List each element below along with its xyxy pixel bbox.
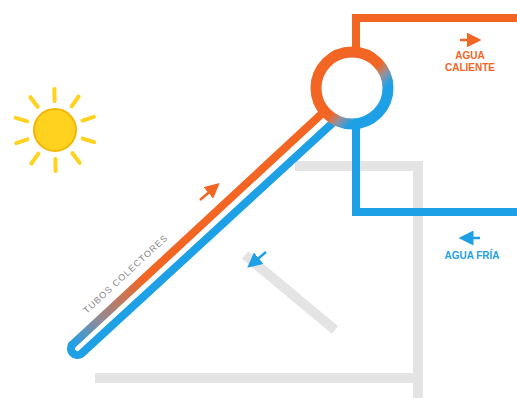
sun-ray: [53, 159, 57, 171]
flow-arrow: [200, 188, 214, 200]
flow-arrow: [460, 39, 474, 42]
sun-ray: [83, 117, 94, 121]
sun-ray: [30, 97, 37, 107]
sun: [16, 89, 94, 171]
tank: [316, 52, 388, 124]
hot-water-label: AGUA CALIENTE: [438, 50, 502, 73]
collector-label: TUBOS COLECTORES: [82, 233, 171, 316]
cold-water-pipe: [356, 124, 517, 212]
flow-arrow: [466, 237, 480, 240]
sun-ray: [31, 154, 38, 164]
cold-water-label: AGUA FRÍA: [440, 250, 504, 262]
collector-tube-cold: [71, 118, 338, 355]
sun-ray: [16, 139, 27, 143]
sun-ray: [83, 139, 95, 143]
flow-arrow: [253, 252, 266, 263]
sun-ray: [72, 97, 79, 107]
sun-ray: [72, 153, 79, 163]
collector-tube-hot: [72, 108, 328, 345]
hot-water-pipe: [356, 18, 517, 52]
sun-ray: [52, 89, 56, 101]
sun-ray: [16, 118, 27, 122]
